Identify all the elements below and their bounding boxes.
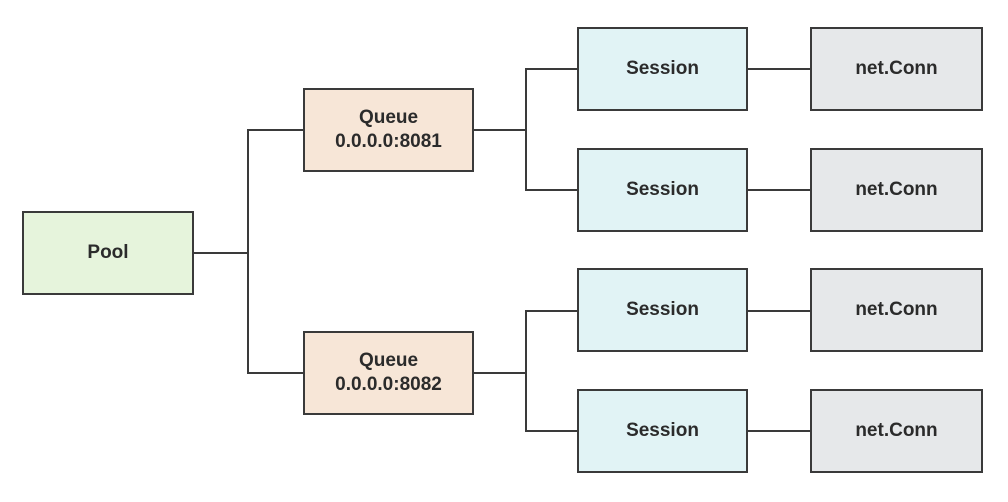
session-node: Session — [577, 389, 748, 473]
edge-pool-queue-2 — [247, 253, 304, 374]
session-node: Session — [577, 27, 748, 111]
edge-pool-queue-1 — [194, 129, 304, 254]
queue-node-8081: Queue 0.0.0.0:8081 — [303, 88, 474, 172]
conn-label: net.Conn — [855, 58, 938, 79]
conn-node: net.Conn — [810, 389, 983, 473]
pool-label: Pool — [87, 242, 129, 263]
edge-queue1-session-2 — [525, 130, 578, 191]
queue-address: 0.0.0.0:8081 — [335, 131, 442, 152]
session-label: Session — [626, 420, 699, 441]
session-node: Session — [577, 148, 748, 232]
session-node: Session — [577, 268, 748, 352]
queue-node-8082: Queue 0.0.0.0:8082 — [303, 331, 474, 415]
session-label: Session — [626, 299, 699, 320]
queue-address: 0.0.0.0:8082 — [335, 374, 442, 395]
conn-node: net.Conn — [810, 148, 983, 232]
session-label: Session — [626, 179, 699, 200]
queue-title: Queue — [358, 350, 419, 371]
session-label: Session — [626, 58, 699, 79]
conn-node: net.Conn — [810, 27, 983, 111]
queue-title: Queue — [358, 107, 419, 128]
conn-node: net.Conn — [810, 268, 983, 352]
conn-label: net.Conn — [855, 299, 938, 320]
edge-queue2-session-4 — [525, 373, 578, 432]
edge-queue1-session-1 — [474, 68, 578, 131]
edge-queue2-session-3 — [474, 310, 578, 374]
conn-label: net.Conn — [855, 179, 938, 200]
conn-label: net.Conn — [855, 420, 938, 441]
pool-node: Pool — [22, 211, 194, 295]
